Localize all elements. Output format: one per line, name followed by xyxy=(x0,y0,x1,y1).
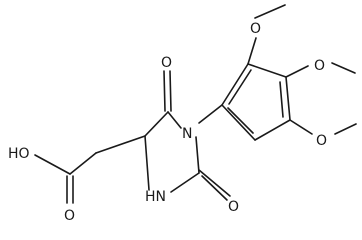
oxygen-methoxy-2-label: O xyxy=(314,58,325,74)
bond-ar-3-4 xyxy=(285,76,291,121)
bond-n3-c5 xyxy=(144,135,150,191)
bond-c4-o-a xyxy=(163,70,166,112)
bond-n1-c2 xyxy=(195,136,200,174)
nitrogen-1-label: N xyxy=(182,126,192,142)
bond-c2-o-b xyxy=(201,175,228,201)
bond-ar-2-3 xyxy=(247,63,287,78)
bond-c2-o-a xyxy=(198,169,231,197)
bond-c2-n3 xyxy=(170,172,200,193)
bond-n1-aryl xyxy=(198,104,223,124)
bond-ar-5-6 xyxy=(221,104,256,141)
bond-ar-ome3 xyxy=(289,119,313,135)
oxygen-top-label: O xyxy=(161,55,172,71)
oxygen-methoxy-1-label: O xyxy=(250,21,261,37)
bond-c4-o-b xyxy=(169,70,172,112)
bond-c4-n1 xyxy=(167,111,182,129)
oxygen-bottom-label: O xyxy=(228,199,239,215)
bond-ome1-me xyxy=(254,4,286,19)
atom-labels: O N HN O HO O O O O xyxy=(8,21,327,224)
bond-ar-ome1 xyxy=(247,37,257,65)
bond-ome2-me xyxy=(331,62,356,74)
bond-cooh-oh xyxy=(34,154,71,175)
bond-ar-ome2 xyxy=(285,65,309,78)
bond-ar-1-2 xyxy=(221,63,249,106)
bond-ome3-me xyxy=(334,123,357,135)
bond-ar-5-6-inner xyxy=(227,107,254,134)
bonds xyxy=(34,4,357,204)
bond-c5-ch2 xyxy=(95,135,146,154)
bond-c5-c4 xyxy=(144,111,169,137)
hydroxyl-label: HO xyxy=(8,146,30,162)
oxygen-methoxy-3-label: O xyxy=(316,133,327,149)
bond-ar-1-2-inner xyxy=(228,69,252,105)
nh-label: HN xyxy=(145,189,166,205)
bond-ch2-cooh xyxy=(69,152,97,175)
bond-ar-3-4-inner xyxy=(279,81,284,118)
bond-ar-4-5 xyxy=(254,119,291,141)
molecule-structure: O N HN O HO O O O O xyxy=(8,4,357,224)
oxygen-acid-label: O xyxy=(64,208,75,224)
